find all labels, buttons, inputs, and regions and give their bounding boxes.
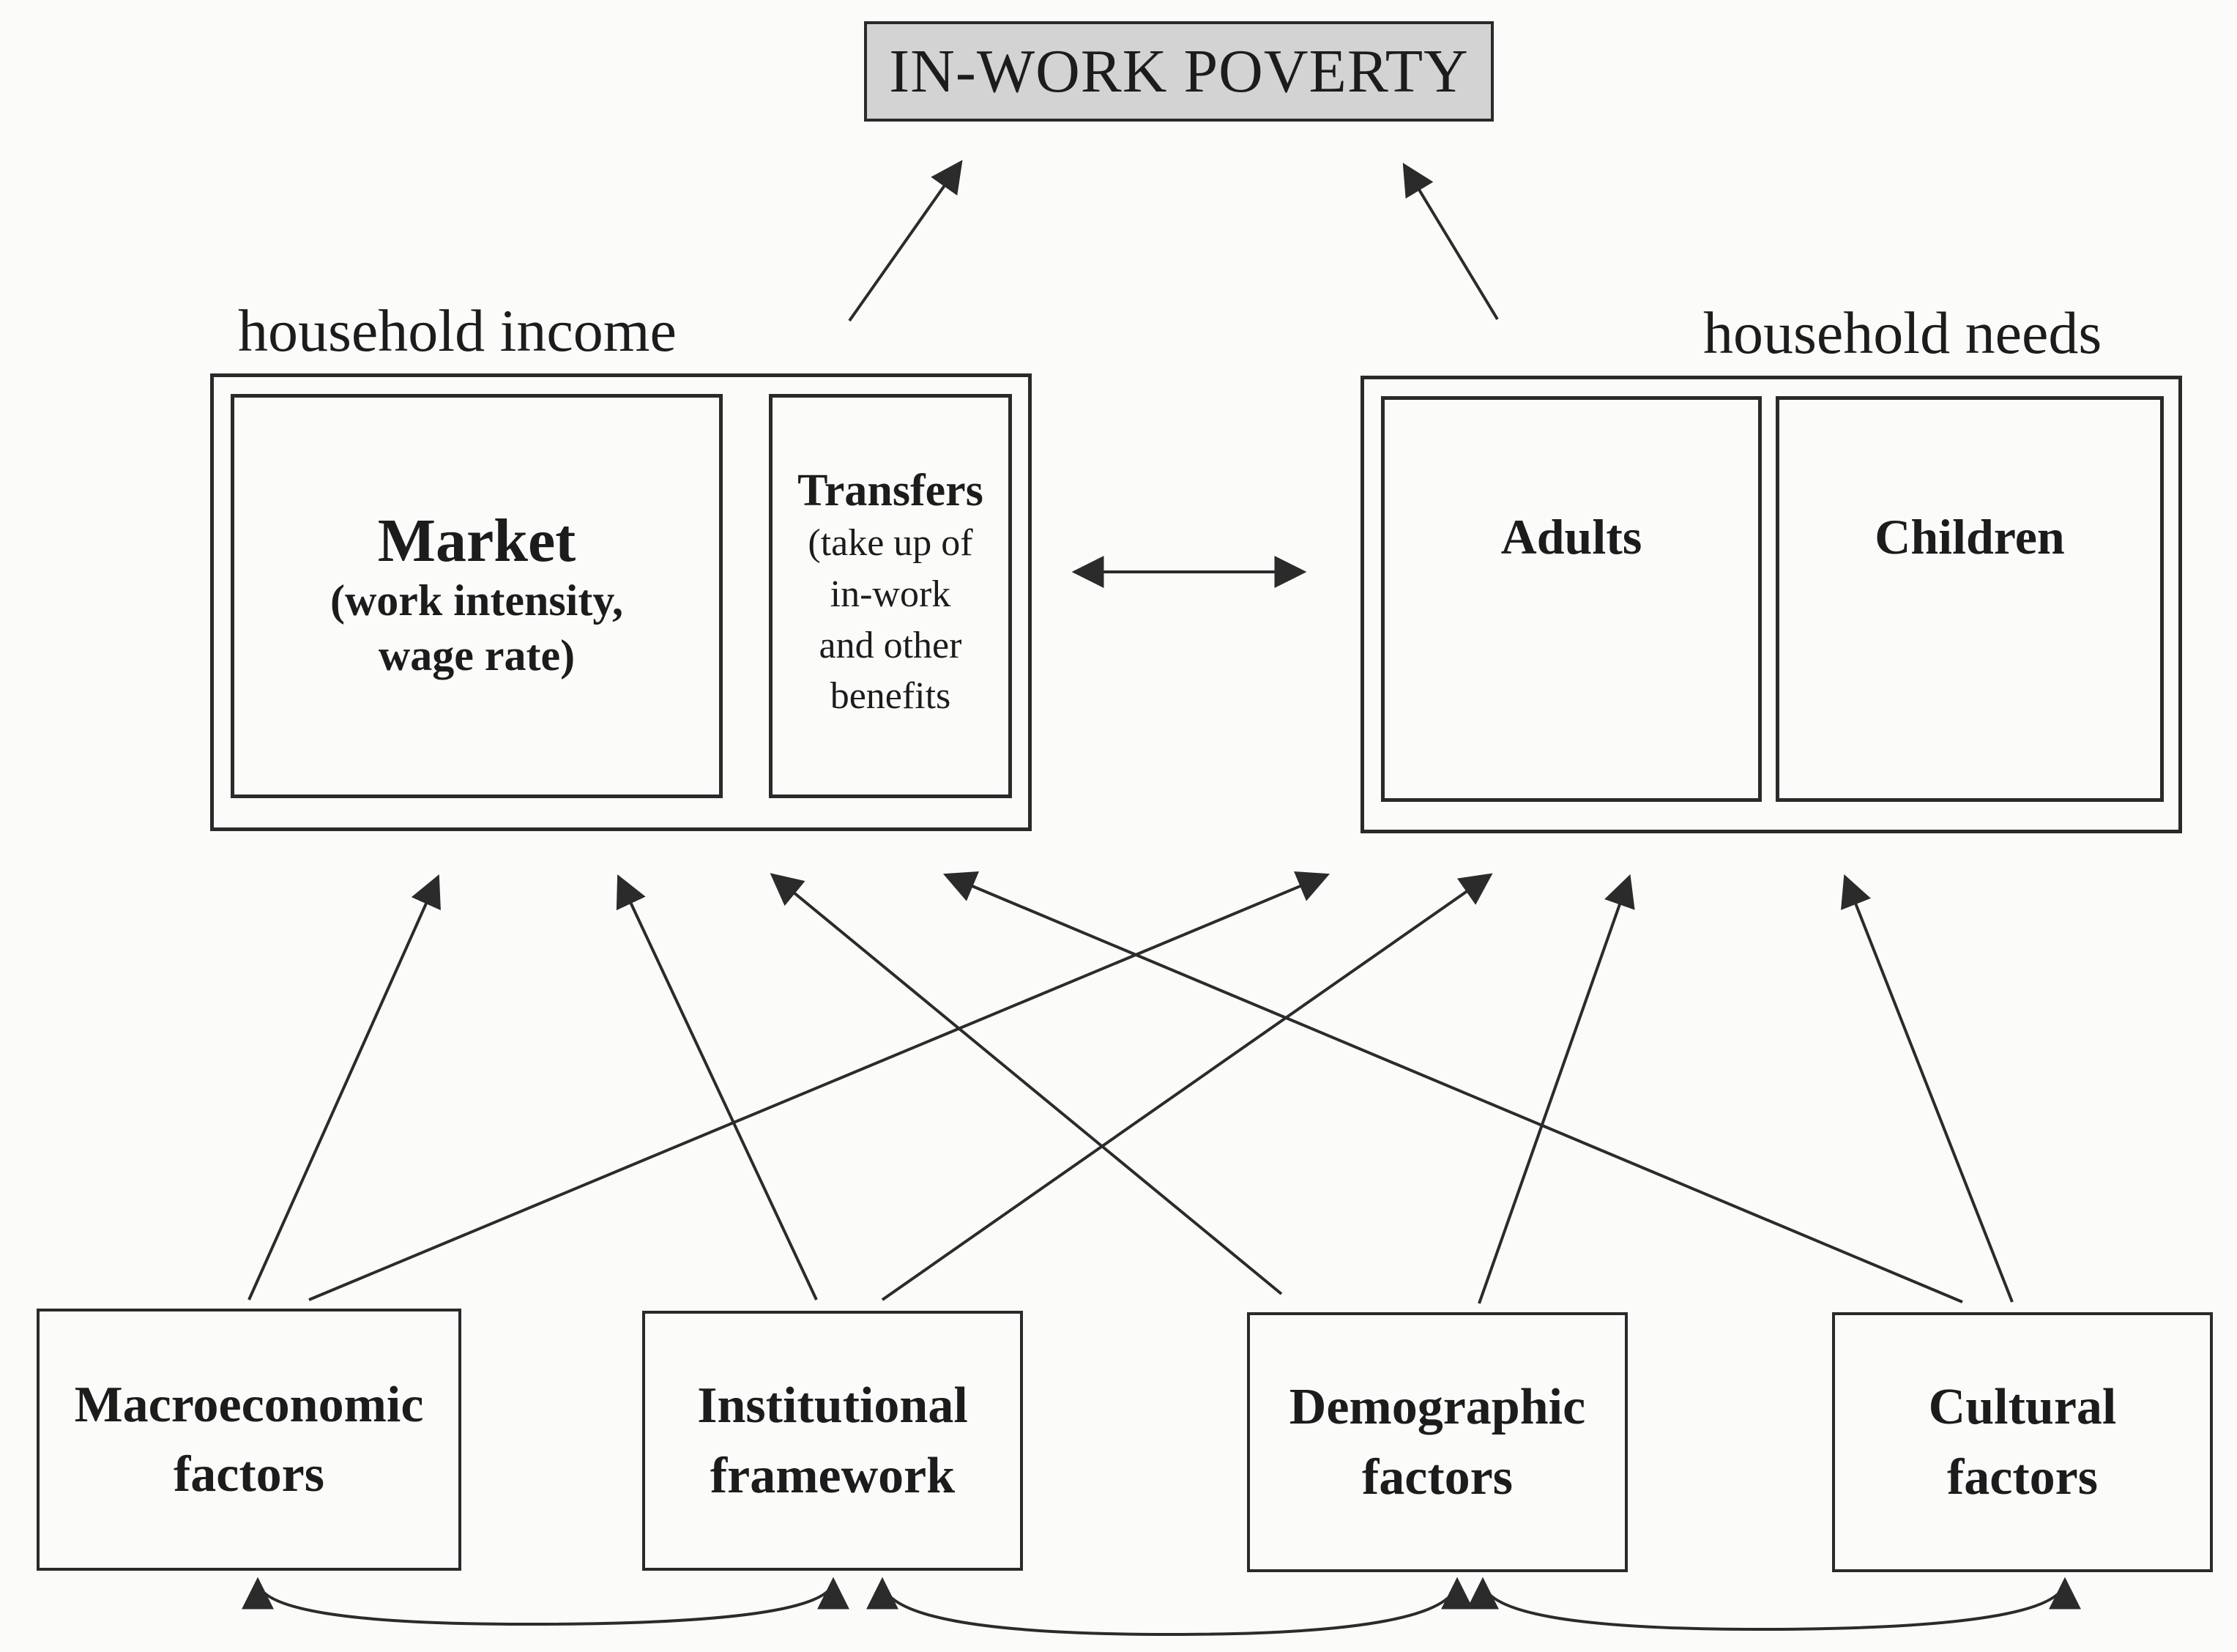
arrow-cultural-to-children xyxy=(1841,874,2014,1303)
household-income-box xyxy=(210,373,1032,831)
curve-institutional-demographic xyxy=(866,1577,1473,1637)
demographic-factors-box: Demographic factors xyxy=(1247,1312,1628,1572)
transfers-line2: in-work xyxy=(830,573,951,616)
transfers-line1: (take up of xyxy=(808,522,973,565)
market-title: Market xyxy=(377,506,576,575)
household-income-label: household income xyxy=(238,297,677,364)
curve-macro-institutional xyxy=(242,1577,849,1626)
transfers-line3: and other xyxy=(819,624,962,666)
demographic-factors-line1: Demographic xyxy=(1289,1379,1586,1436)
arrow-institutional-to-needs xyxy=(881,873,1493,1301)
macroeconomic-factors-box: Macroeconomic factors xyxy=(37,1309,461,1571)
arrow-cultural-to-transfers xyxy=(942,871,1963,1303)
transfers-title: Transfers xyxy=(797,466,983,516)
adults-box: Adults xyxy=(1381,396,1762,802)
arrow-institutional-to-market xyxy=(616,874,818,1301)
arrow-needs-to-poverty xyxy=(1402,163,1499,321)
children-box: Children xyxy=(1776,396,2164,802)
adults-label: Adults xyxy=(1500,508,1642,565)
transfers-line4: benefits xyxy=(830,675,951,718)
curve-demographic-cultural xyxy=(1467,1577,2081,1631)
children-label: Children xyxy=(1875,508,2065,565)
institutional-framework-box: Institutional framework xyxy=(642,1311,1023,1571)
cultural-factors-line2: factors xyxy=(1946,1448,2098,1506)
arrow-income-to-poverty xyxy=(848,160,963,322)
market-box: Market (work intensity, wage rate) xyxy=(231,394,723,798)
macroeconomic-factors-line1: Macroeconomic xyxy=(74,1376,424,1433)
market-subtitle-line2: wage rate) xyxy=(378,631,576,680)
institutional-framework-line1: Institutional xyxy=(697,1377,968,1435)
transfers-box: Transfers (take up of in-work and other … xyxy=(769,394,1012,798)
arrow-demographic-to-transfers xyxy=(770,873,1283,1295)
institutional-framework-line2: framework xyxy=(710,1447,956,1504)
household-needs-box xyxy=(1361,376,2182,833)
arrow-demographic-to-adults xyxy=(1478,874,1635,1304)
household-needs-label: household needs xyxy=(1703,299,2102,366)
macroeconomic-factors-line2: factors xyxy=(173,1446,324,1503)
in-work-poverty-title: IN-WORK POVERTY xyxy=(889,37,1469,105)
cultural-factors-box: Cultural factors xyxy=(1832,1312,2213,1572)
cultural-factors-line1: Cultural xyxy=(1928,1379,2117,1436)
market-subtitle-line1: (work intensity, xyxy=(330,576,624,625)
demographic-factors-line2: factors xyxy=(1361,1448,1513,1506)
in-work-poverty-box: IN-WORK POVERTY xyxy=(864,21,1494,122)
arrow-macro-to-needs xyxy=(308,871,1330,1301)
arrow-macro-to-market xyxy=(247,874,441,1301)
